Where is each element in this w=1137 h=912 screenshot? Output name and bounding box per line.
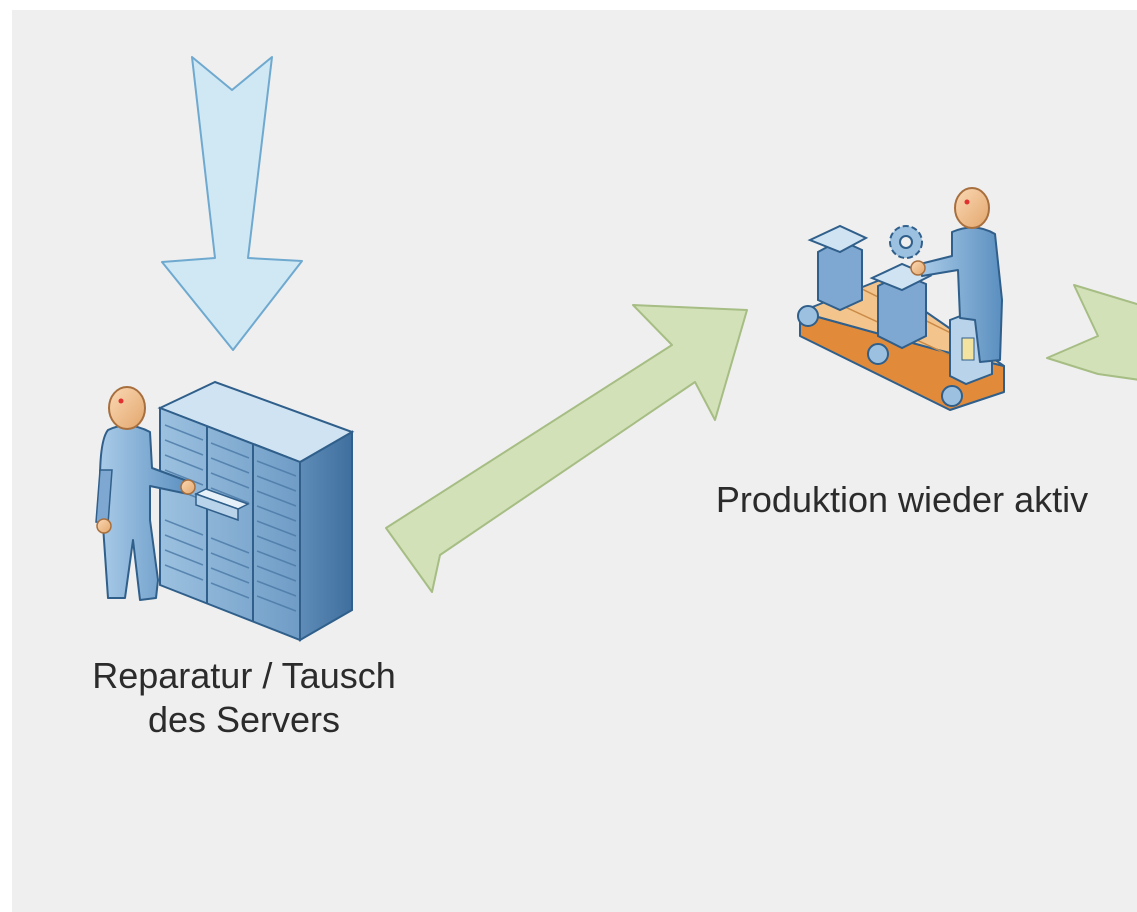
diagram-svg [95, 56, 1137, 642]
arrow-server-to-production [385, 304, 748, 593]
technician-server-rack-icon [95, 380, 355, 642]
server-repair-label-line1: Reparatur / Tausch [92, 655, 396, 696]
diagram-canvas: Reparatur / Tausch des Servers Produktio… [12, 10, 1137, 912]
worker-conveyor-belt-icon [797, 187, 1005, 411]
gear-icon [889, 225, 923, 259]
arrow-production-to-next [1046, 284, 1137, 381]
arrow-down-to-server [161, 56, 303, 351]
server-repair-label-line2: des Servers [147, 699, 341, 740]
production-label: Produktion wieder aktiv [715, 479, 1089, 520]
server-repair-label: Reparatur / Tausch des Servers [34, 654, 454, 742]
